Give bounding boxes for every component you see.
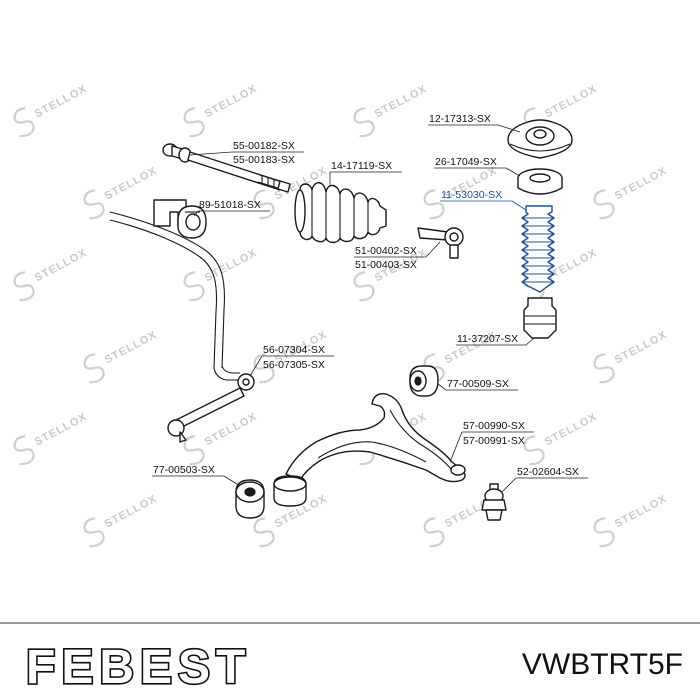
- callout-57-00990: 57-00990-SX: [463, 420, 525, 432]
- watermark-mark: STELLOX: [593, 493, 670, 548]
- watermark-text: STELLOX: [33, 411, 90, 449]
- callout-12-17313: 12-17313-SX: [429, 113, 491, 125]
- callout-56-07304: 56-07304-SX: [263, 344, 325, 356]
- lower-control-arm: [285, 393, 466, 483]
- watermark-s-logo: [183, 107, 205, 138]
- callout-51-00402: 51-00402-SX: [355, 245, 417, 257]
- watermark-text: STELLOX: [613, 493, 670, 531]
- watermark-text: STELLOX: [543, 411, 600, 449]
- shock-absorber-dust-boot: [521, 205, 555, 293]
- watermark-s-logo: [13, 435, 35, 466]
- callout-89-51018: 89-51018-SX: [199, 199, 261, 211]
- bump-stop: [523, 297, 557, 339]
- watermark-s-logo: [83, 517, 105, 548]
- watermark-text: STELLOX: [203, 247, 260, 285]
- watermark-text: STELLOX: [613, 165, 670, 203]
- part-code: VWBTRT5F: [522, 648, 683, 681]
- watermark-mark: STELLOX: [593, 165, 670, 220]
- ball-joint: [481, 483, 507, 521]
- watermark-s-logo: [13, 271, 35, 302]
- brand-logo-text: FEBEST: [26, 641, 251, 694]
- callout-52-02604: 52-02604-SX: [517, 466, 579, 478]
- watermark-mark: STELLOX: [593, 329, 670, 384]
- watermark-mark: STELLOX: [353, 83, 430, 138]
- callout-26-17049: 26-17049-SX: [435, 156, 497, 168]
- watermark-s-logo: [593, 517, 615, 548]
- watermark-text: STELLOX: [103, 329, 160, 367]
- watermark-text: STELLOX: [103, 165, 160, 203]
- watermark-mark: STELLOX: [183, 83, 260, 138]
- stabilizer-bushing: [153, 199, 207, 239]
- watermark-text: STELLOX: [103, 493, 160, 531]
- lower-arm-front-bushing: [235, 479, 265, 519]
- callout-51-00403: 51-00403-SX: [355, 259, 417, 271]
- strut-mount: [507, 119, 573, 159]
- watermark-s-logo: [353, 107, 375, 138]
- callout-56-07305: 56-07305-SX: [263, 359, 325, 371]
- watermark-s-logo: [253, 189, 275, 220]
- watermark-text: STELLOX: [33, 83, 90, 121]
- callout-77-00509: 77-00509-SX: [447, 378, 509, 390]
- steering-rack-boot: [294, 182, 387, 244]
- watermark-text: STELLOX: [33, 247, 90, 285]
- watermark-text: STELLOX: [543, 83, 600, 121]
- watermark-s-logo: [83, 353, 105, 384]
- watermark-s-logo: [13, 107, 35, 138]
- watermark-mark: STELLOX: [13, 247, 90, 302]
- watermark-s-logo: [523, 435, 545, 466]
- watermark-mark: STELLOX: [13, 411, 90, 466]
- callout-11-53030: 11-53030-SX: [441, 189, 502, 201]
- callout-57-00991: 57-00991-SX: [463, 435, 525, 447]
- watermark-s-logo: [253, 353, 275, 384]
- watermark-mark: STELLOX: [83, 493, 160, 548]
- watermark-text: STELLOX: [203, 83, 260, 121]
- watermark-text: STELLOX: [613, 329, 670, 367]
- lower-arm-front-bushing-housing: [273, 475, 307, 507]
- callouts: 12-17313-SX 55-00182-SX 55-00183-SX 26-1…: [152, 113, 588, 493]
- watermark-s-logo: [593, 189, 615, 220]
- lower-arm-rear-bushing: [409, 365, 439, 397]
- watermark-s-logo: [593, 353, 615, 384]
- watermark-mark: STELLOX: [523, 411, 600, 466]
- watermark-s-logo: [183, 435, 205, 466]
- stabilizer-link: [167, 373, 255, 443]
- watermark-s-logo: [423, 353, 445, 384]
- watermark-s-logo: [253, 517, 275, 548]
- watermark-mark: STELLOX: [83, 165, 160, 220]
- watermark-mark: STELLOX: [13, 83, 90, 138]
- watermark-s-logo: [83, 189, 105, 220]
- watermark-s-logo: [183, 271, 205, 302]
- watermark-s-logo: [423, 189, 445, 220]
- callout-55-00182: 55-00182-SX: [233, 140, 295, 152]
- callout-55-00183: 55-00183-SX: [233, 154, 295, 166]
- tie-rod: [162, 143, 291, 193]
- stabilizer-bar: [109, 211, 240, 381]
- callout-11-37207: 11-37207-SX: [457, 333, 518, 345]
- watermark-text: STELLOX: [203, 411, 260, 449]
- tie-rod-end: [417, 227, 464, 259]
- callout-77-00503: 77-00503-SX: [153, 464, 215, 476]
- watermark-text: STELLOX: [373, 83, 430, 121]
- watermark-s-logo: [353, 271, 375, 302]
- febest-logo: FEBEST: [24, 639, 251, 695]
- callout-14-17119: 14-17119-SX: [331, 160, 392, 172]
- watermark-mark: STELLOX: [83, 329, 160, 384]
- strut-bearing: [517, 168, 563, 195]
- watermark-s-logo: [423, 517, 445, 548]
